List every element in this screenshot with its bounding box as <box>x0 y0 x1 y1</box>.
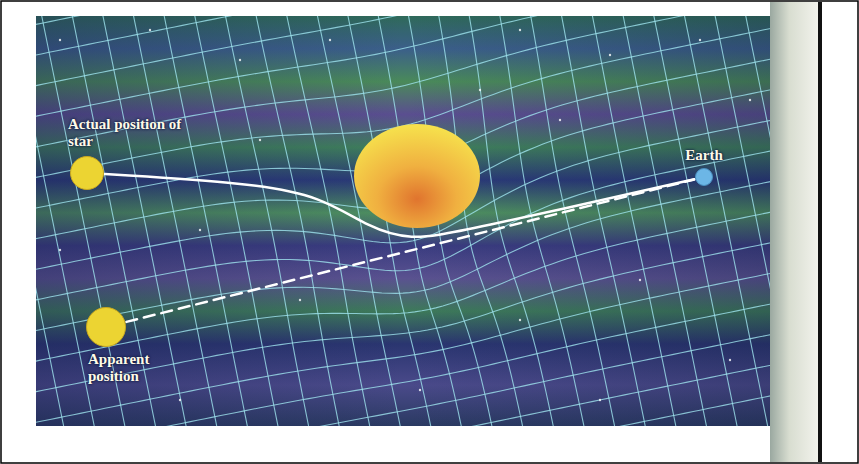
grid-line <box>36 16 772 124</box>
grid-line <box>36 404 772 426</box>
background-star <box>519 29 521 31</box>
grid-line <box>60 16 251 426</box>
grid-line <box>36 81 772 359</box>
grid-line <box>207 16 398 426</box>
sun <box>354 124 480 228</box>
grid-line <box>295 16 486 426</box>
grid-line <box>148 16 339 426</box>
background-star <box>149 29 151 31</box>
grid-line <box>707 16 772 426</box>
position-label: Apparent position <box>88 351 170 385</box>
grid-line <box>36 257 772 426</box>
background-star <box>749 99 751 101</box>
star-image-circle <box>87 308 126 347</box>
light-path <box>105 174 694 237</box>
grid-line <box>531 16 722 426</box>
background-star <box>699 39 701 41</box>
earth-circle <box>696 169 713 186</box>
background-star <box>479 89 481 91</box>
background-star <box>599 399 601 401</box>
star-circle <box>71 157 104 190</box>
star-image: Apparent position <box>86 307 126 347</box>
grid-line <box>472 16 663 426</box>
background-star <box>179 399 181 401</box>
background-star <box>199 229 201 231</box>
grid-line <box>678 16 772 426</box>
background-star <box>329 39 331 41</box>
background-star <box>299 299 301 301</box>
grid-line <box>619 16 772 426</box>
earth-disc <box>695 168 713 186</box>
grid-line <box>36 22 772 300</box>
grid-line <box>648 16 772 426</box>
position-label: Earth <box>674 147 734 164</box>
grid-line <box>354 16 545 426</box>
background-star <box>239 59 241 61</box>
grid-line <box>36 16 772 65</box>
grid-line <box>36 16 45 426</box>
background-star <box>559 119 561 121</box>
line-of-sight <box>126 179 694 321</box>
grid-line <box>766 16 772 426</box>
background-star <box>519 319 521 321</box>
star-image-disc <box>86 307 126 347</box>
background-star <box>639 279 641 281</box>
grid-line <box>36 110 772 388</box>
background-star <box>59 249 61 251</box>
grid-line <box>560 16 751 426</box>
grid-line <box>36 16 75 426</box>
background-star <box>729 359 731 361</box>
grid-line <box>178 16 369 426</box>
grid-line <box>325 16 516 426</box>
star-disc <box>70 156 104 190</box>
background-star <box>609 54 611 56</box>
background-star <box>259 139 261 141</box>
earth: Earth <box>695 168 713 186</box>
grid-line <box>589 16 772 426</box>
grid-line <box>736 16 772 426</box>
background-star <box>419 389 421 391</box>
grid-line <box>36 316 772 426</box>
grid-line <box>36 52 772 330</box>
grid-line <box>36 228 772 426</box>
star: Actual position of star <box>70 156 104 190</box>
position-label: Actual position of star <box>68 116 190 150</box>
background-star <box>59 39 61 41</box>
grid-line <box>36 16 222 426</box>
